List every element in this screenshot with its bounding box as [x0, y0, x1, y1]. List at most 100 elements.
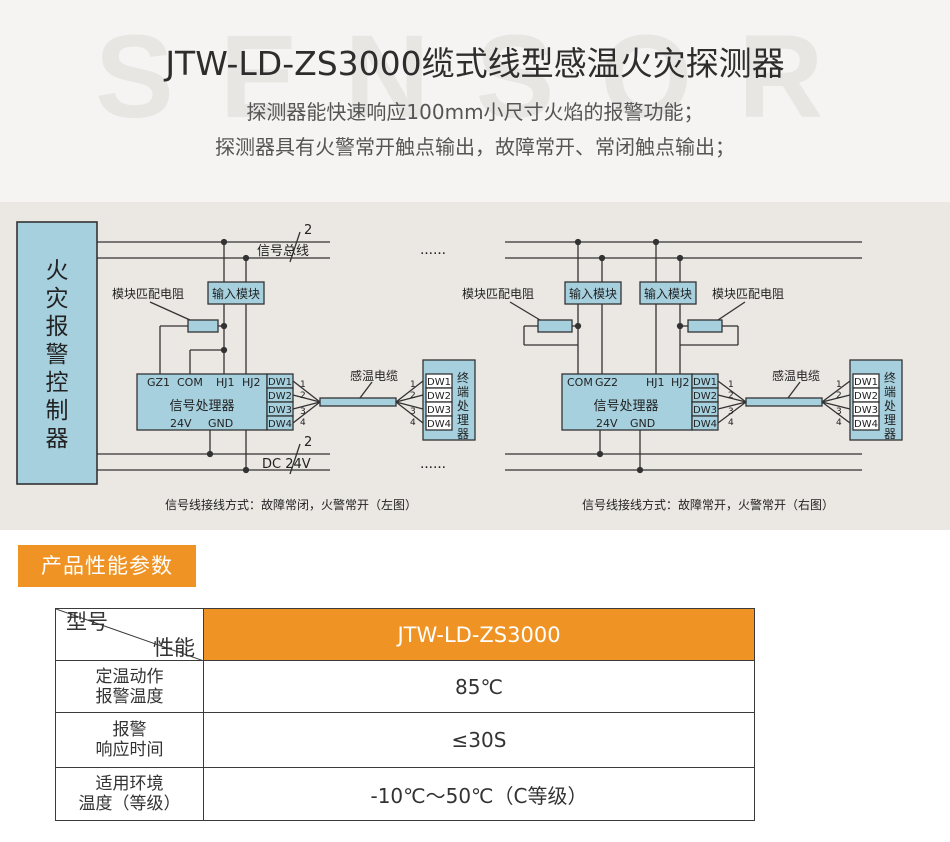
wire-num: 1	[410, 380, 416, 390]
right-resistor-1	[537, 319, 573, 333]
left-term-gnd: GND	[208, 417, 233, 430]
controller-char: 器	[46, 426, 69, 452]
left-input-module-label: 输入模块	[212, 286, 260, 301]
section-title-tag: 产品性能参数	[18, 545, 196, 587]
table-row: 定温动作 报警温度 85℃	[55, 660, 755, 713]
controller-char: 灾	[46, 286, 69, 312]
dw-label: DW3	[427, 405, 451, 416]
wire-num: 2	[836, 391, 842, 401]
left-heat-cable	[319, 397, 397, 407]
controller-char: 报	[46, 314, 69, 340]
wire-num: 1	[728, 380, 734, 390]
right-input-module-1-label: 输入模块	[569, 286, 617, 301]
wiring-diagram: 火 灾 报 警 控 制 器 2 信号总线 2 DC 24V …… ……	[0, 202, 950, 530]
dw-label: DW1	[693, 377, 717, 388]
junction-dot	[242, 466, 250, 474]
table-row: 报警 响应时间 ≤30S	[55, 712, 755, 768]
wire-num: 3	[300, 407, 306, 417]
dw-label: DW1	[854, 377, 878, 388]
right-terminal-dw	[852, 373, 880, 431]
dw-label: DW4	[427, 419, 451, 430]
right-input-module-1	[564, 281, 622, 305]
row-label-line: 报警	[112, 720, 147, 740]
left-term-com: COM	[177, 376, 203, 389]
junction-dot	[636, 466, 644, 474]
left-input-module	[207, 281, 265, 305]
leader-line	[787, 381, 801, 399]
table-header-row: 型号 性能 JTW-LD-ZS3000	[55, 608, 755, 661]
wire-num: 1	[836, 380, 842, 390]
right-signal-processor	[561, 373, 693, 431]
right-cable-wires	[717, 380, 851, 424]
left-bus-label: 信号总线	[257, 244, 309, 259]
left-bus-lines	[97, 231, 330, 475]
watermark: SENSOR	[95, 11, 870, 143]
left-term-24v: 24V	[170, 417, 192, 430]
terminal-char: 终	[884, 370, 896, 385]
right-processor-label: 信号处理器	[593, 399, 658, 414]
terminal-char: 终	[457, 370, 469, 385]
dw-label: DW4	[854, 419, 878, 430]
terminal-char: 端	[884, 385, 896, 399]
row-label-line: 温度（等级）	[78, 794, 181, 814]
leader-line	[359, 381, 373, 399]
row-label-line: 定温动作	[95, 666, 164, 687]
wire-num: 3	[410, 407, 416, 417]
header-section: SENSOR JTW-LD-ZS3000缆式线型感温火灾探测器 探测器能快速响应…	[0, 0, 950, 202]
right-resistor-2	[687, 319, 723, 333]
dw-label: DW3	[854, 405, 878, 416]
terminal-char: 器	[884, 427, 896, 441]
dw-label: DW2	[427, 391, 451, 402]
right-heat-cable	[745, 397, 823, 407]
left-signal-processor	[136, 373, 268, 431]
wire-num: 3	[728, 407, 734, 417]
terminal-char: 理	[884, 413, 896, 427]
controller-label: 火 灾 报 警 控 制 器	[46, 258, 69, 452]
dw-label: DW4	[268, 419, 292, 430]
table-row: 适用环境 温度（等级） -10℃～50℃（C等级）	[55, 767, 755, 821]
controller-char: 控	[46, 370, 69, 396]
left-dots-bottom: ……	[420, 457, 446, 472]
spec-table: 型号 性能 JTW-LD-ZS3000 定温动作 报警温度 85℃ 报警 响应时…	[55, 608, 755, 821]
wire-num: 2	[410, 391, 416, 401]
right-processor-dw	[691, 373, 719, 431]
wiring-diagram-svg: 火 灾 报 警 控 制 器 2 信号总线 2 DC 24V …… ……	[16, 221, 903, 512]
right-dots-bottom: ……	[420, 457, 446, 472]
terminal-char: 理	[457, 413, 469, 427]
left-cable-label: 感温电缆	[350, 368, 398, 383]
row-value-cell: -10℃～50℃（C等级）	[203, 767, 755, 821]
wire-num: 3	[836, 407, 842, 417]
table-corner-cell: 型号 性能	[55, 608, 204, 661]
dw-label: DW2	[854, 391, 878, 402]
wire-num: 1	[300, 380, 306, 390]
dw-label: DW1	[427, 377, 451, 388]
wire-num: 4	[410, 418, 416, 428]
controller-char: 火	[46, 258, 69, 284]
dw-label: DW4	[693, 419, 717, 430]
wire-num: 2	[728, 391, 734, 401]
junction-dot	[596, 450, 604, 458]
row-value-cell: ≤30S	[203, 712, 755, 768]
right-term-gnd: GND	[630, 417, 655, 430]
corner-diagonal	[56, 609, 204, 661]
right-term-gz2: GZ2	[595, 376, 618, 389]
right-term-com: COM	[567, 376, 593, 389]
wire-num: 4	[728, 418, 734, 428]
header-performance-label: 性能	[153, 636, 195, 660]
page-title: JTW-LD-ZS3000缆式线型感温火灾探测器	[165, 44, 785, 83]
junction-dot	[220, 346, 228, 354]
wire-num: 4	[836, 418, 842, 428]
subtitle-line-1: 探测器能快速响应100mm小尺寸火焰的报警功能；	[246, 100, 704, 124]
junction-dot	[206, 450, 214, 458]
junction-dot	[574, 238, 582, 246]
controller-box	[16, 221, 98, 485]
left-power-count: 2	[304, 435, 312, 450]
right-resistor-label-1: 模块匹配电阻	[462, 287, 534, 301]
wire-num: 4	[300, 418, 306, 428]
terminal-char: 处	[457, 399, 469, 413]
junction-dot	[220, 322, 228, 330]
left-cable-wires	[292, 380, 424, 424]
left-power-label: DC 24V	[262, 457, 311, 472]
row-label-line: 适用环境	[95, 774, 164, 794]
left-resistor	[187, 319, 219, 333]
